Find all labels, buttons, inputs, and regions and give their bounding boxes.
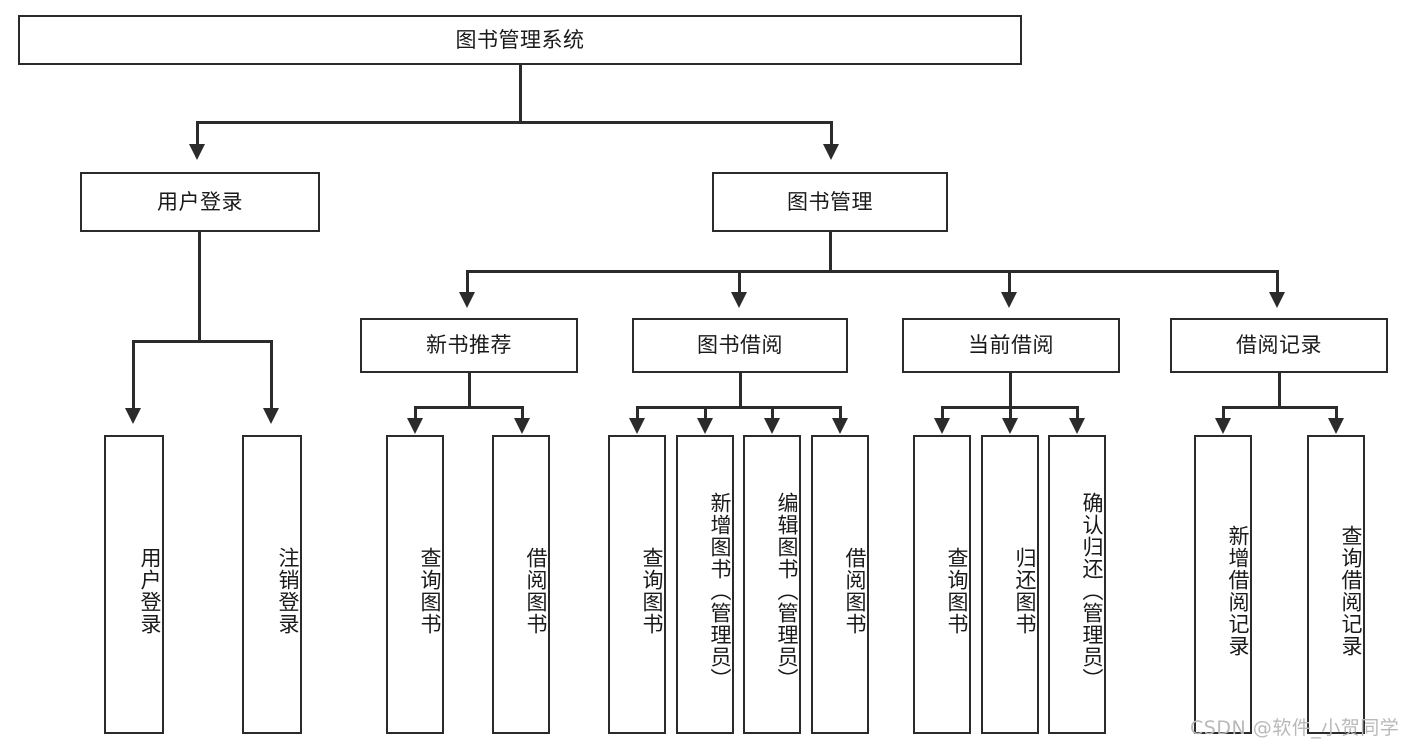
node-user-login[interactable]: 用户登录	[80, 172, 320, 232]
connector-to-borrow-record	[1276, 270, 1279, 294]
node-label: 当前借阅	[968, 333, 1054, 358]
connector-book-management-stem	[829, 232, 832, 272]
arrowhead-user-login	[189, 144, 205, 160]
leaf-borrow-book-bb[interactable]: 借阅图书	[811, 435, 869, 734]
arrowhead-current-borrow	[1001, 292, 1017, 308]
node-label: 注销登录	[276, 546, 300, 635]
node-label: 查询图书	[640, 546, 664, 635]
node-book-borrow[interactable]: 图书借阅	[632, 318, 848, 373]
arrowhead-bb-leaf2	[697, 418, 713, 434]
node-label: 新书推荐	[426, 333, 512, 358]
leaf-user-login[interactable]: 用户登录	[104, 435, 164, 734]
node-borrow-record[interactable]: 借阅记录	[1170, 318, 1388, 373]
arrowhead-bb-leaf4	[832, 418, 848, 434]
connector-bb-leaf1	[636, 406, 639, 420]
connector-user-login-leaf1	[132, 340, 135, 410]
connector-cb-leaf1	[941, 406, 944, 420]
connector-root-stem	[519, 65, 522, 123]
node-label: 用户登录	[157, 189, 243, 214]
arrowhead-cb-leaf3	[1069, 418, 1085, 434]
node-label: 确认归还（管理员）	[1080, 491, 1104, 690]
arrowhead-book-borrow	[731, 292, 747, 308]
arrowhead-nbr-leaf1	[407, 418, 423, 434]
leaf-add-book-admin[interactable]: 新增图书（管理员）	[676, 435, 734, 734]
connector-book-borrow-bus	[636, 406, 842, 409]
arrowhead-book-management	[823, 144, 839, 160]
connector-borrow-record-bus	[1222, 406, 1338, 409]
node-label: 借阅图书	[843, 546, 867, 635]
leaf-edit-book-admin[interactable]: 编辑图书（管理员）	[743, 435, 801, 734]
node-label: 新增图书（管理员）	[708, 491, 732, 690]
arrowhead-bb-leaf3	[764, 418, 780, 434]
connector-br-leaf1	[1222, 406, 1225, 420]
node-label: 图书管理	[787, 189, 873, 214]
connector-to-new-book-recommend	[466, 270, 469, 294]
node-label: 新增借阅记录	[1226, 524, 1250, 657]
arrowhead-nbr-leaf2	[514, 418, 530, 434]
leaf-add-borrow-record[interactable]: 新增借阅记录	[1194, 435, 1252, 734]
connector-user-login-leaf2	[270, 340, 273, 410]
connector-user-login-stem	[198, 232, 201, 342]
arrowhead-bb-leaf1	[629, 418, 645, 434]
connector-to-book-management	[830, 121, 833, 146]
connector-bb-leaf4	[839, 406, 842, 420]
leaf-confirm-return-admin[interactable]: 确认归还（管理员）	[1048, 435, 1106, 734]
connector-user-login-bus	[132, 340, 272, 343]
connector-to-user-login	[196, 121, 199, 146]
arrowhead-cb-leaf1	[934, 418, 950, 434]
connector-nbr-leaf2	[521, 406, 524, 420]
arrowhead-leaf-logout	[263, 408, 279, 424]
node-label: 用户登录	[138, 546, 162, 635]
connector-level3-bus	[466, 270, 1278, 273]
node-label: 借阅图书	[524, 546, 548, 635]
connector-new-book-recommend-stem	[468, 373, 471, 408]
connector-borrow-record-stem	[1278, 373, 1281, 408]
node-label: 借阅记录	[1236, 333, 1322, 358]
arrowhead-br-leaf1	[1215, 418, 1231, 434]
node-label: 图书借阅	[697, 333, 783, 358]
arrowhead-leaf-user-login	[125, 408, 141, 424]
connector-bb-leaf3	[771, 406, 774, 420]
connector-nbr-leaf1	[414, 406, 417, 420]
leaf-query-book-nbr[interactable]: 查询图书	[386, 435, 444, 734]
node-label: 图书管理系统	[455, 27, 585, 52]
leaf-query-borrow-record[interactable]: 查询借阅记录	[1307, 435, 1365, 734]
connector-cb-leaf2	[1009, 406, 1012, 420]
node-label: 查询图书	[418, 546, 442, 635]
connector-to-current-borrow	[1008, 270, 1011, 294]
arrowhead-borrow-record	[1269, 292, 1285, 308]
arrowhead-new-book-recommend	[459, 292, 475, 308]
node-new-book-recommend[interactable]: 新书推荐	[360, 318, 578, 373]
leaf-return-book[interactable]: 归还图书	[981, 435, 1039, 734]
connector-to-book-borrow	[738, 270, 741, 294]
leaf-query-book-cb[interactable]: 查询图书	[913, 435, 971, 734]
connector-level2-bus	[196, 121, 833, 124]
connector-cb-leaf3	[1076, 406, 1079, 420]
node-label: 编辑图书（管理员）	[775, 491, 799, 690]
node-current-borrow[interactable]: 当前借阅	[902, 318, 1120, 373]
arrowhead-cb-leaf2	[1002, 418, 1018, 434]
node-book-management[interactable]: 图书管理	[712, 172, 948, 232]
leaf-borrow-book-nbr[interactable]: 借阅图书	[492, 435, 550, 734]
leaf-query-book-bb[interactable]: 查询图书	[608, 435, 666, 734]
connector-new-book-recommend-bus	[414, 406, 524, 409]
connector-br-leaf2	[1335, 406, 1338, 420]
leaf-logout[interactable]: 注销登录	[242, 435, 302, 734]
node-root-book-management-system[interactable]: 图书管理系统	[18, 15, 1022, 65]
connector-book-borrow-stem	[739, 373, 742, 408]
connector-current-borrow-stem	[1009, 373, 1012, 408]
node-label: 查询图书	[945, 546, 969, 635]
connector-bb-leaf2	[704, 406, 707, 420]
arrowhead-br-leaf2	[1328, 418, 1344, 434]
node-label: 归还图书	[1013, 546, 1037, 635]
node-label: 查询借阅记录	[1339, 524, 1363, 657]
